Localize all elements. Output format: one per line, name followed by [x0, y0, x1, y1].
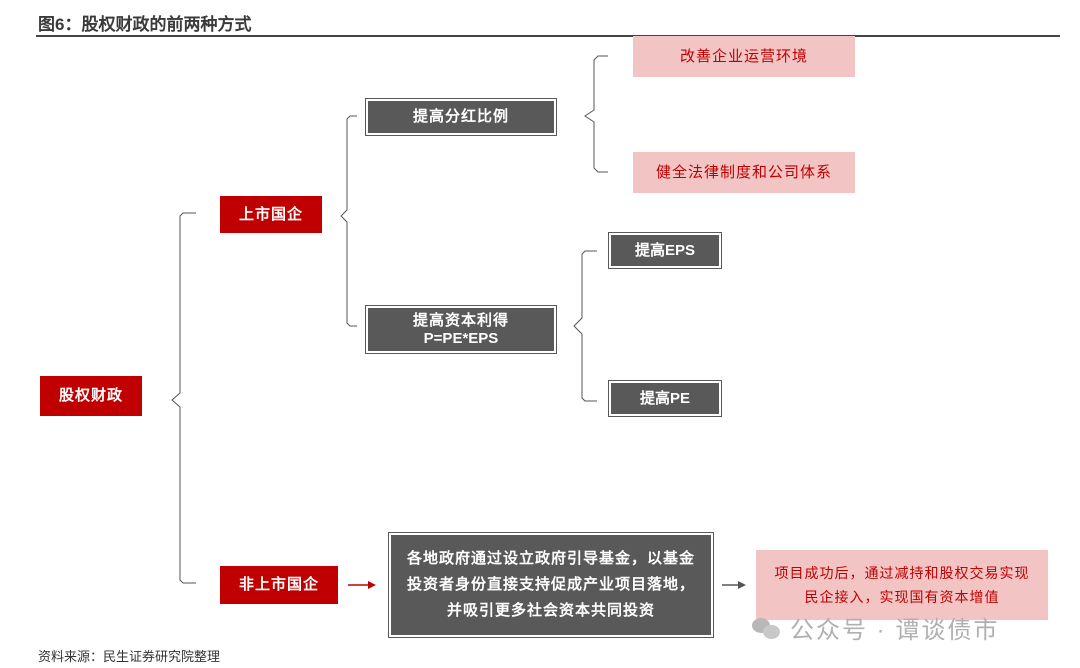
node-improve-law: 健全法律制度和公司体系: [633, 152, 855, 193]
node-exit: 项目成功后，通过减持和股权交易实现民企接入，实现国有资本增值: [756, 550, 1048, 620]
capital-gain-formula: P=PE*EPS: [423, 329, 499, 347]
node-listed: 上市国企: [220, 196, 322, 233]
figure-title: 图6：股权财政的前两种方式: [38, 15, 252, 34]
source-note: 资料来源：民生证券研究院整理: [38, 649, 221, 664]
node-raise-dividend: 提高分红比例: [365, 98, 557, 136]
node-improve-env: 改善企业运营环境: [633, 36, 855, 77]
node-raise-capital-gain: 提高资本利得 P=PE*EPS: [365, 305, 557, 354]
node-unlisted: 非上市国企: [220, 566, 338, 604]
node-raise-eps: 提高EPS: [608, 232, 722, 269]
node-raise-pe: 提高PE: [608, 380, 722, 417]
watermark: 公众号 · 谭谈债市: [752, 610, 999, 645]
wechat-icon: [752, 616, 782, 640]
node-root: 股权财政: [40, 376, 142, 416]
node-guide-fund: 各地政府通过设立政府引导基金，以基金投资者身份直接支持促成产业项目落地，并吸引更…: [388, 532, 714, 638]
title-rule: [36, 35, 1060, 37]
capital-gain-label: 提高资本利得: [412, 311, 509, 329]
watermark-text: 公众号 · 谭谈债市: [790, 617, 1000, 644]
